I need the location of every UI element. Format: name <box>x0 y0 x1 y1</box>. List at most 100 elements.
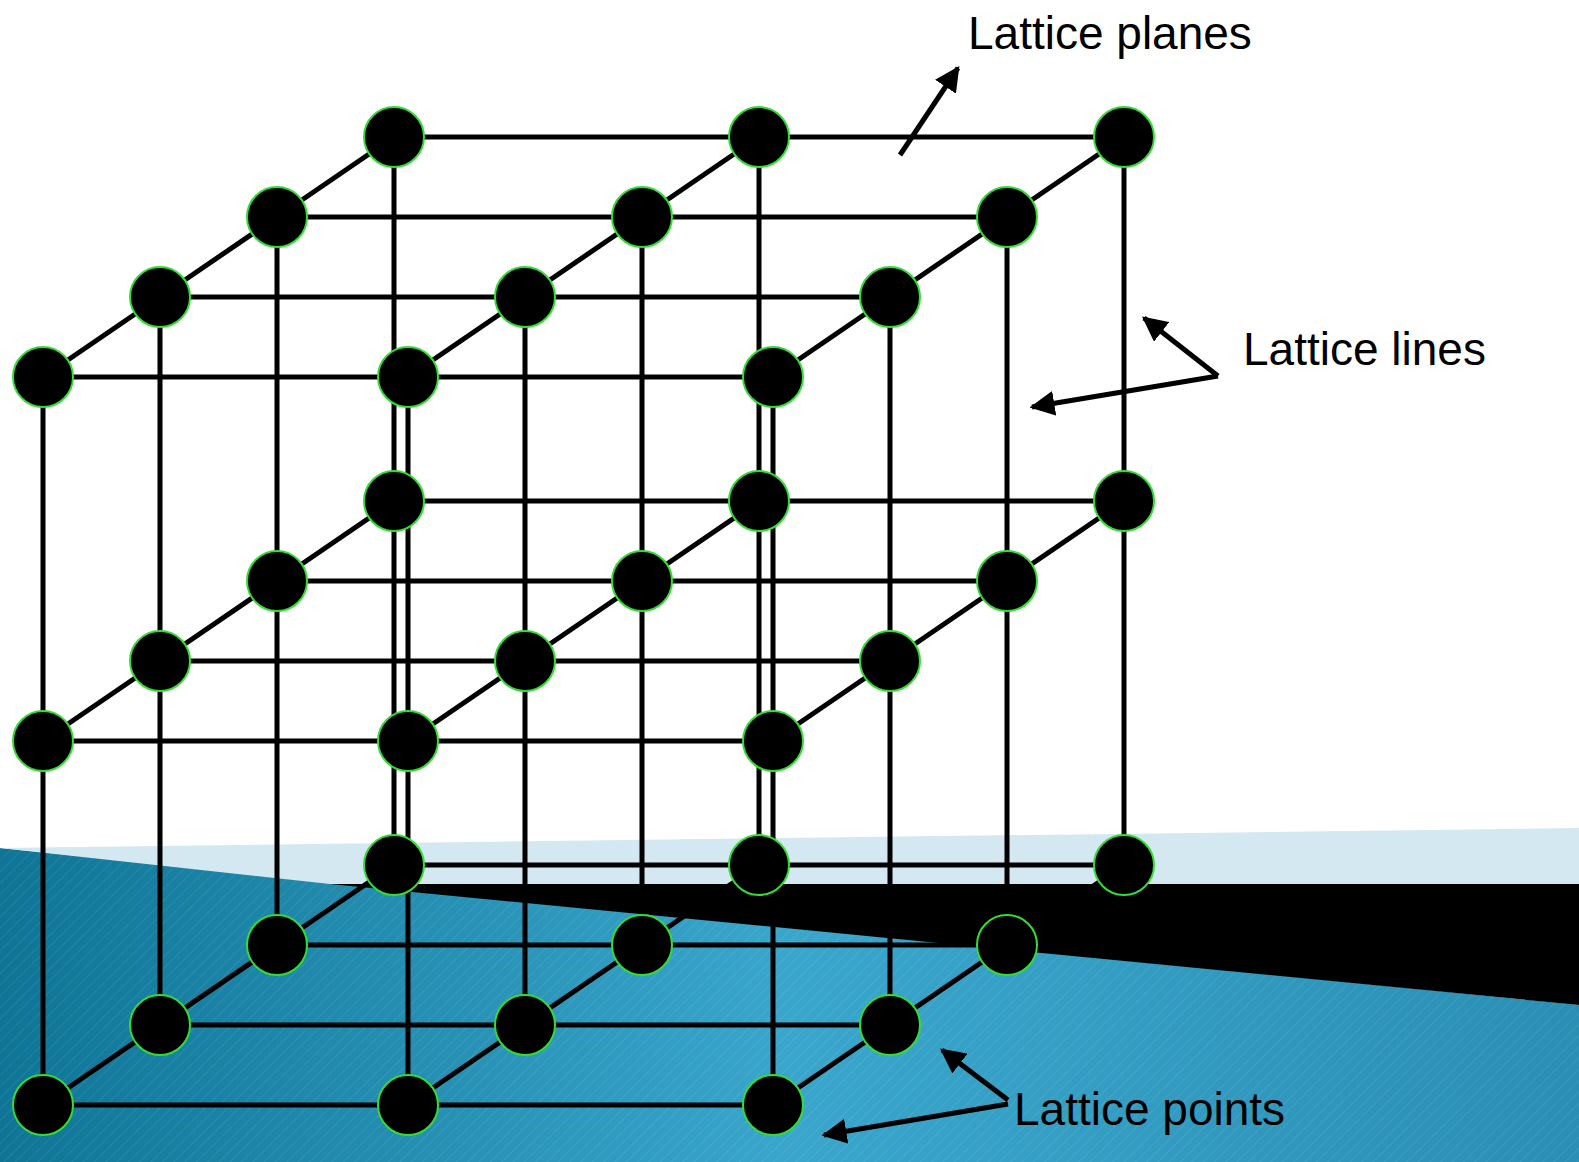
lattice-point <box>743 347 803 407</box>
lattice-line <box>392 501 397 865</box>
lattice-point <box>977 915 1037 975</box>
lattice-line <box>43 1103 408 1108</box>
leader-arrow <box>942 1050 1008 1100</box>
leader-arrow <box>1032 376 1218 407</box>
lattice-point <box>860 995 920 1055</box>
planes-label: Lattice planes <box>968 8 1252 59</box>
lattice-line <box>277 943 642 948</box>
lattice-line <box>759 499 1124 504</box>
lattice-line <box>406 377 411 741</box>
lattice-point <box>247 551 307 611</box>
lattice-line <box>394 863 759 868</box>
leader-arrow <box>824 1104 1008 1135</box>
band-texture <box>0 848 1579 1162</box>
points-label: Lattice points <box>1014 1084 1285 1135</box>
lattice-line <box>158 661 163 1025</box>
lattice-line <box>41 377 46 741</box>
lattice-line <box>888 661 893 1025</box>
lattice-line <box>759 863 1124 868</box>
lattice-point <box>13 711 73 771</box>
lattice-point <box>743 1075 803 1135</box>
lattice-line <box>525 659 890 664</box>
lattice-line <box>1005 581 1010 945</box>
lattice-line <box>43 739 408 744</box>
lattice-line <box>408 375 773 380</box>
lattice-point <box>378 347 438 407</box>
lattice-point <box>977 187 1037 247</box>
leader-arrow <box>1144 318 1218 376</box>
lattice-line <box>160 659 525 664</box>
lattice-line <box>394 499 759 504</box>
lattice-line <box>41 741 46 1105</box>
leader-arrow <box>900 68 958 155</box>
lattice-point <box>743 711 803 771</box>
lattice-line <box>158 297 163 661</box>
lattice-line <box>642 943 1007 948</box>
leader-arrows <box>824 68 1218 1135</box>
lattice-line <box>406 741 411 1105</box>
lattice-line <box>1005 217 1010 581</box>
lattice-line <box>757 501 762 865</box>
lattice-line <box>1122 137 1127 501</box>
lattice-line <box>160 1023 525 1028</box>
lattice-line <box>275 217 280 581</box>
background-band <box>0 828 1579 1162</box>
lattice-line <box>640 581 645 945</box>
lattice-line <box>640 217 645 581</box>
lattice-line <box>394 135 759 140</box>
lattice-line <box>277 215 642 220</box>
lattice-line <box>525 1023 890 1028</box>
lattice-line <box>523 297 528 661</box>
lattice-point <box>860 631 920 691</box>
teal-band <box>0 848 1579 1162</box>
lattice-line <box>408 1103 773 1108</box>
lattice-point <box>130 995 190 1055</box>
lattice-line <box>523 661 528 1025</box>
lattice-lines <box>43 137 1124 1105</box>
lattice-point <box>977 551 1037 611</box>
lattice-point <box>247 915 307 975</box>
lattice-line <box>392 137 397 501</box>
lines-label: Lattice lines <box>1243 324 1486 375</box>
lattice-line <box>275 581 280 945</box>
lattice-line <box>160 295 525 300</box>
lattice-point <box>247 187 307 247</box>
lattice-point <box>364 835 424 895</box>
lattice-point <box>612 187 672 247</box>
lattice-line <box>408 739 773 744</box>
lattice-line <box>888 297 893 661</box>
lattice-point <box>495 631 555 691</box>
lattice-point <box>1094 835 1154 895</box>
lattice-point <box>612 915 672 975</box>
lattice-line <box>43 375 408 380</box>
lattice-line <box>1122 501 1127 865</box>
lattice-line <box>757 137 762 501</box>
lattice-point <box>495 995 555 1055</box>
lattice-line <box>759 135 1124 140</box>
lattice-point <box>364 471 424 531</box>
lattice-point <box>13 347 73 407</box>
lattice-point <box>13 1075 73 1135</box>
lattice <box>13 107 1154 1135</box>
lattice-point <box>860 267 920 327</box>
lattice-point <box>495 267 555 327</box>
lattice-point <box>130 267 190 327</box>
lattice-point <box>1094 471 1154 531</box>
lattice-points <box>13 107 1154 1135</box>
lattice-line <box>771 741 776 1105</box>
lattice-line <box>642 579 1007 584</box>
lattice-point <box>378 1075 438 1135</box>
lattice-line <box>771 377 776 741</box>
lattice-point <box>729 107 789 167</box>
lattice-point <box>1094 107 1154 167</box>
lattice-line <box>642 215 1007 220</box>
lattice-line <box>525 295 890 300</box>
lattice-point <box>364 107 424 167</box>
lattice-point <box>729 471 789 531</box>
lattice-point <box>378 711 438 771</box>
lattice-point <box>612 551 672 611</box>
light-band <box>0 828 1579 884</box>
lattice-point <box>130 631 190 691</box>
